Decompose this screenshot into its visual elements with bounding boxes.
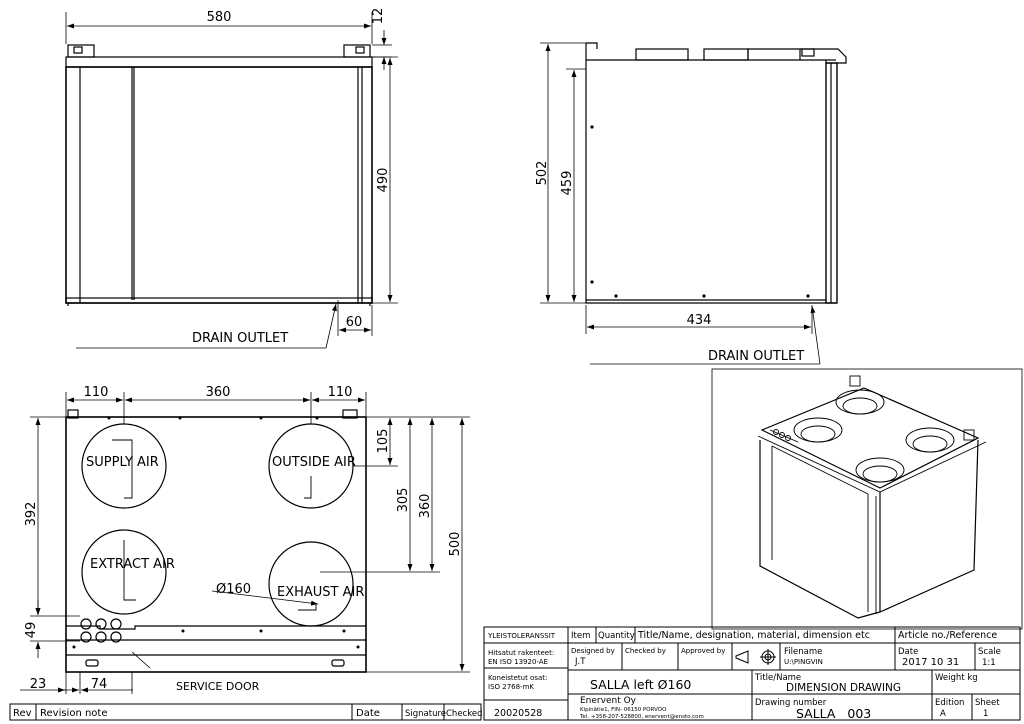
iso-port-4 xyxy=(855,457,905,483)
top-dim-305: 305 xyxy=(396,488,411,513)
description-header: Title/Name, designation, material, dimen… xyxy=(637,630,870,641)
checked-by-label: Checked by xyxy=(625,647,666,655)
condensate-connector-group xyxy=(80,618,122,643)
product-name: SALLA left Ø160 xyxy=(590,677,691,692)
top-dim-49: 49 xyxy=(24,622,39,639)
title-block xyxy=(483,626,1021,721)
company-address: Kipinätie1, FIN- 06150 PORVOO xyxy=(580,707,667,713)
edition-value: A xyxy=(940,709,946,719)
edition-label: Edition xyxy=(935,698,964,708)
scale-value: 1:1 xyxy=(982,658,996,668)
title-label: Title/Name xyxy=(754,673,801,683)
signature-header: Signature xyxy=(405,709,446,719)
top-dim-23: 23 xyxy=(30,677,47,692)
front-view xyxy=(65,44,373,306)
iso-port-3 xyxy=(905,427,955,453)
checked-header: Checked xyxy=(446,709,482,719)
top-dim-74: 74 xyxy=(91,677,108,692)
welded-label: Hitsatut rakenteet: xyxy=(488,649,554,657)
filename-label: Filename xyxy=(784,647,822,657)
extract-air-port xyxy=(81,529,167,615)
side-inner-height-dim: 459 xyxy=(560,171,575,196)
iso-port-1 xyxy=(793,417,843,443)
front-drain-offset-dim: 60 xyxy=(346,315,363,330)
drawing-title: DIMENSION DRAWING xyxy=(786,682,901,694)
extract-air-label: EXTRACT AIR xyxy=(90,557,175,572)
machined-standard: ISO 2768-mK xyxy=(488,683,534,691)
supply-air-label: SUPPLY AIR xyxy=(86,455,159,470)
top-dim-392: 392 xyxy=(24,502,39,527)
top-dim-105: 105 xyxy=(376,429,391,454)
filename-value: U:\PINGVIN xyxy=(784,658,823,666)
exhaust-air-port xyxy=(268,541,354,627)
general-tolerances-label: YLEISTOLERANSSIT xyxy=(487,632,556,640)
approved-by-label: Approved by xyxy=(681,647,725,655)
top-view-ports xyxy=(81,423,354,627)
article-header: Article no./Reference xyxy=(898,630,997,641)
top-dim-500: 500 xyxy=(448,532,463,557)
side-view-dimensions xyxy=(540,42,821,365)
document-number: 20020528 xyxy=(494,708,542,719)
company-name: Enervent Oy xyxy=(580,696,637,706)
top-view xyxy=(65,409,367,673)
sheet-label: Sheet xyxy=(975,698,1000,708)
revision-bar xyxy=(9,703,482,721)
top-dim-110-left: 110 xyxy=(84,385,109,400)
revision-note-header: Revision note xyxy=(40,708,108,719)
drawing-number-label: Drawing number xyxy=(755,698,827,708)
top-dim-360: 360 xyxy=(206,385,231,400)
front-height-dim: 490 xyxy=(376,168,391,193)
top-dim-110-right: 110 xyxy=(328,385,353,400)
isometric-view xyxy=(711,368,1023,630)
side-view-screws xyxy=(590,125,810,298)
date-value: 2017 10 31 xyxy=(902,657,959,668)
exhaust-air-label: EXHAUST AIR xyxy=(277,585,364,600)
sheet-value: 1 xyxy=(983,709,988,719)
drawing-number: SALLA 003 xyxy=(796,706,871,721)
designer-value: J.T xyxy=(574,657,586,667)
scale-label: Scale xyxy=(978,647,1001,657)
top-view-screws xyxy=(72,416,360,649)
machined-label: Koneistetut osat: xyxy=(488,674,547,682)
service-door-label: SERVICE DOOR xyxy=(176,680,260,693)
quantity-header: Quantity xyxy=(598,631,635,641)
top-view-dimensions xyxy=(20,392,470,694)
front-top-dim: 12 xyxy=(371,8,386,25)
side-view xyxy=(585,42,847,304)
port-diameter-dim: Ø160 xyxy=(216,582,251,597)
front-view-dimensions xyxy=(65,12,398,349)
front-drain-label: DRAIN OUTLET xyxy=(192,331,288,346)
welded-standard: EN ISO 13920-AE xyxy=(488,658,548,666)
front-width-dim: 580 xyxy=(207,10,232,25)
company-contact: Tel. +358-207-528800, enervent@ensto.com xyxy=(579,714,704,720)
iso-port-2 xyxy=(835,389,885,415)
side-drain-label: DRAIN OUTLET xyxy=(708,349,804,364)
side-depth-dim: 434 xyxy=(687,313,712,328)
date-label: Date xyxy=(898,647,918,657)
outside-air-label: OUTSIDE AIR xyxy=(272,455,356,470)
date-header: Date xyxy=(356,708,380,719)
rev-header: Rev xyxy=(13,708,32,719)
weight-label: Weight kg xyxy=(935,673,978,683)
item-header: Item xyxy=(571,631,590,641)
top-dim-360-vertical: 360 xyxy=(418,494,433,519)
designed-by-label: Designed by xyxy=(571,647,615,655)
side-height-dim: 502 xyxy=(535,161,550,186)
